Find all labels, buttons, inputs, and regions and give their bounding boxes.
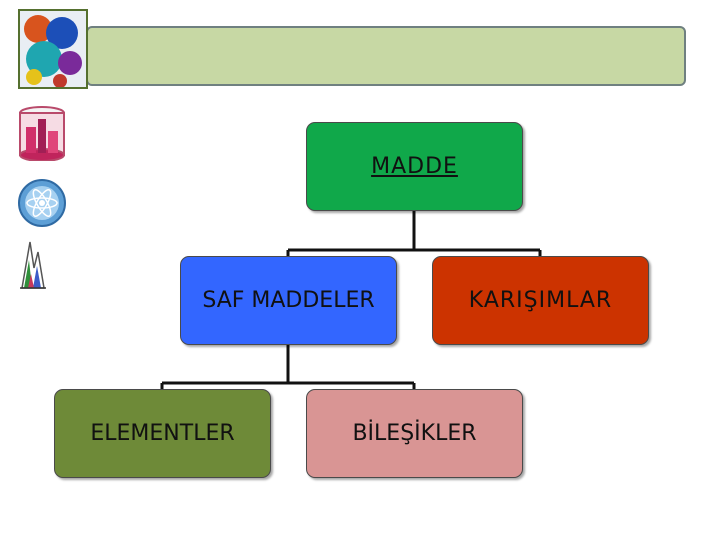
node-saf-maddeler-label: SAF MADDELER — [202, 288, 375, 313]
beaker-with-liquids-icon — [18, 105, 66, 162]
node-elementler: ELEMENTLER — [54, 389, 271, 478]
node-elementler-label: ELEMENTLER — [90, 421, 235, 446]
node-karisimlar: KARIŞIMLAR — [432, 256, 649, 345]
node-madde: MADDE — [306, 122, 523, 211]
atom-icon — [18, 177, 66, 229]
node-saf-maddeler: SAF MADDELER — [180, 256, 397, 345]
spectrum-peaks-icon — [18, 238, 66, 290]
node-madde-label: MADDE — [371, 154, 458, 179]
node-bilesikler-label: BİLEŞİKLER — [352, 421, 477, 446]
node-karisimlar-label: KARIŞIMLAR — [468, 288, 613, 313]
header-bar — [86, 26, 686, 86]
colored-spheres-image — [18, 9, 88, 89]
node-bilesikler: BİLEŞİKLER — [306, 389, 523, 478]
